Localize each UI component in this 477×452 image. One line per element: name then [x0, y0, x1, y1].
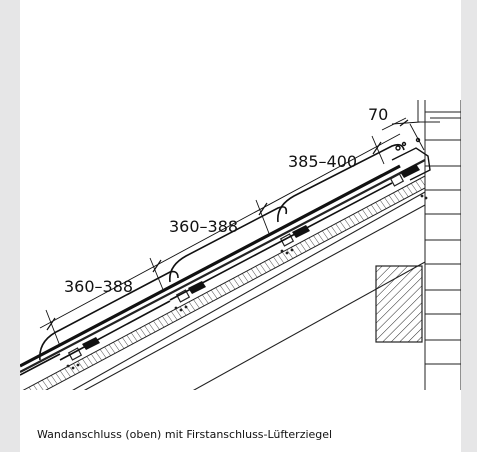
- figure-card: 70 385–400 360–388 360–388 Wandanschluss…: [20, 0, 461, 452]
- rafter: [72, 191, 426, 390]
- dimension-lines: [39, 117, 425, 347]
- roof-tiles: [20, 143, 405, 376]
- tile-clips: [82, 164, 420, 350]
- ventilation-dots: [66, 194, 428, 370]
- dimension-label-360-388-lower: 360–388: [64, 277, 134, 296]
- dimension-label-360-388-upper: 360–388: [169, 217, 239, 236]
- hatched-block: [375, 265, 423, 343]
- roof-wall-connection-drawing: [20, 100, 461, 390]
- vent-ridge-tile: [391, 137, 431, 181]
- counter-batten: [20, 159, 426, 373]
- brick-wall: [417, 100, 461, 390]
- dimension-ticks: [46, 119, 409, 331]
- battens: [67, 173, 405, 361]
- sub-roof-board: [22, 175, 426, 390]
- dimension-label-70: 70: [368, 105, 389, 124]
- dimension-label-385-400: 385–400: [288, 152, 358, 171]
- figure-caption: Wandanschluss (oben) mit Firstanschluss-…: [37, 428, 333, 441]
